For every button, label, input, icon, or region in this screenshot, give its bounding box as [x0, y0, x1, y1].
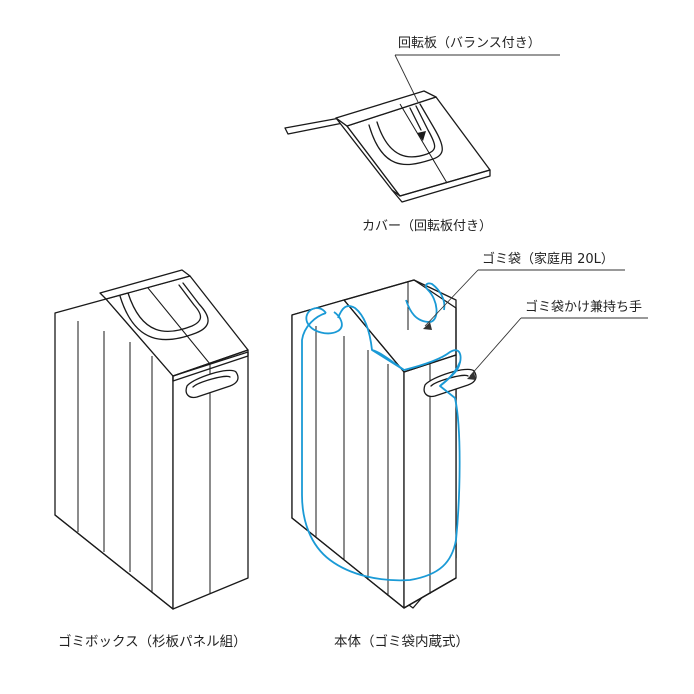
- cover-illustration: [284, 90, 491, 203]
- box-body-caption: 本体（ゴミ袋内蔵式）: [334, 634, 469, 650]
- garbage-bag-label: ゴミ袋（家庭用 20L）: [482, 252, 614, 267]
- box-body-illustration: [291, 279, 477, 609]
- cover-label: カバー（回転板付き）: [362, 219, 493, 234]
- garbage-box-caption: ゴミボックス（杉板パネル組）: [58, 634, 247, 650]
- garbage-box-illustration: [54, 269, 249, 610]
- leader-lines: [394, 54, 648, 380]
- rotating-plate-label: 回転板（バランス付き）: [398, 36, 541, 51]
- garbage-bag-illustration: [301, 282, 462, 582]
- bag-hook-handle-label: ゴミ袋かけ兼持ち手: [525, 300, 643, 315]
